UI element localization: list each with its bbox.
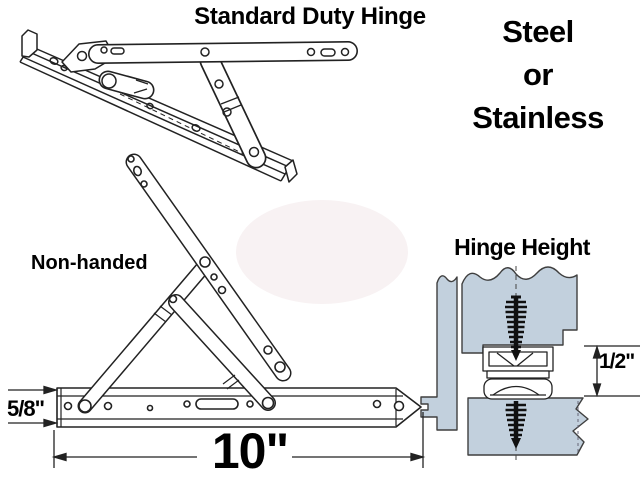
track-width-dimension: 5/8" xyxy=(7,396,45,421)
watermark-blob xyxy=(236,200,408,304)
material-line-1: Steel xyxy=(502,14,574,49)
material-note: Steel or Stainless xyxy=(452,10,624,139)
non-handed-label: Non-handed xyxy=(31,252,148,274)
material-line-3: Stainless xyxy=(472,100,604,135)
length-dimension: 10" xyxy=(211,423,289,479)
hinge-height-label: Hinge Height xyxy=(454,234,590,260)
hinge-closed-illustration xyxy=(19,29,358,183)
mounting-screws xyxy=(505,295,527,449)
height-dimension: 1/2" xyxy=(599,350,635,373)
page-title: Standard Duty Hinge xyxy=(194,3,426,30)
dimension-lines xyxy=(8,344,640,468)
hinge-height-cross-section xyxy=(420,266,589,456)
hinge-opened-illustration xyxy=(56,153,422,428)
material-line-2: or xyxy=(523,57,554,92)
